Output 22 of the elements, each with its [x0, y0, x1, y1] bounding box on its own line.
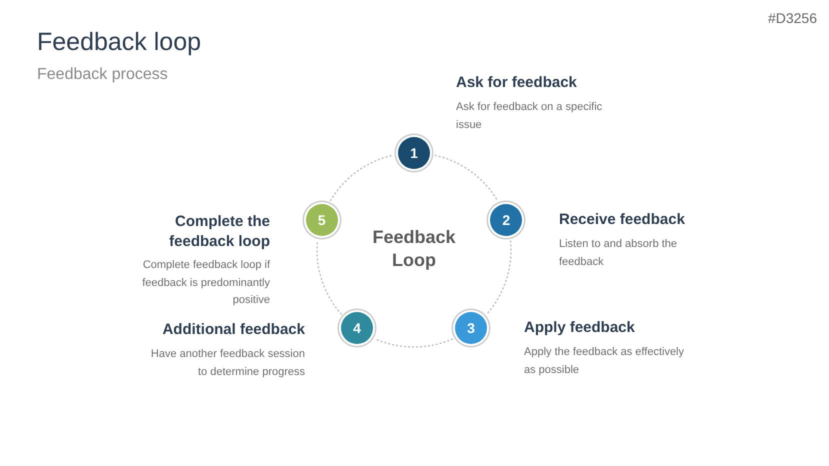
- subtitle: Feedback process: [37, 66, 168, 84]
- connector-arc: [486, 240, 512, 315]
- step-circle: 5: [306, 204, 338, 236]
- step-heading: Receive feedback: [559, 210, 686, 230]
- slide-title: Feedback loop: [37, 28, 202, 57]
- step-circle: 2: [490, 204, 522, 236]
- step-circle: 3: [455, 312, 487, 344]
- step-description: Ask for feedback on a specific issue: [456, 100, 604, 133]
- step-heading: Complete the feedback loop: [168, 212, 270, 251]
- slide-code: #D3256: [768, 10, 817, 26]
- step-description: Apply the feedback as effectively as possible: [524, 345, 684, 378]
- step-heading: Additional feedback: [161, 320, 305, 340]
- step-description: Complete feedback loop if feedback is predominantly positive: [141, 258, 270, 308]
- step-description: Listen to and absorb the feedback: [559, 237, 678, 270]
- connector-arc: [374, 338, 454, 348]
- step-description: Have another feedback session to determine progress: [150, 347, 305, 380]
- step-heading: Apply feedback: [524, 318, 636, 338]
- step-circle: 1: [398, 137, 430, 169]
- step-circle: 4: [340, 312, 373, 344]
- center-label: Feedback Loop: [371, 226, 457, 271]
- step-heading: Ask for feedback: [456, 73, 578, 92]
- connector-arc: [316, 240, 342, 315]
